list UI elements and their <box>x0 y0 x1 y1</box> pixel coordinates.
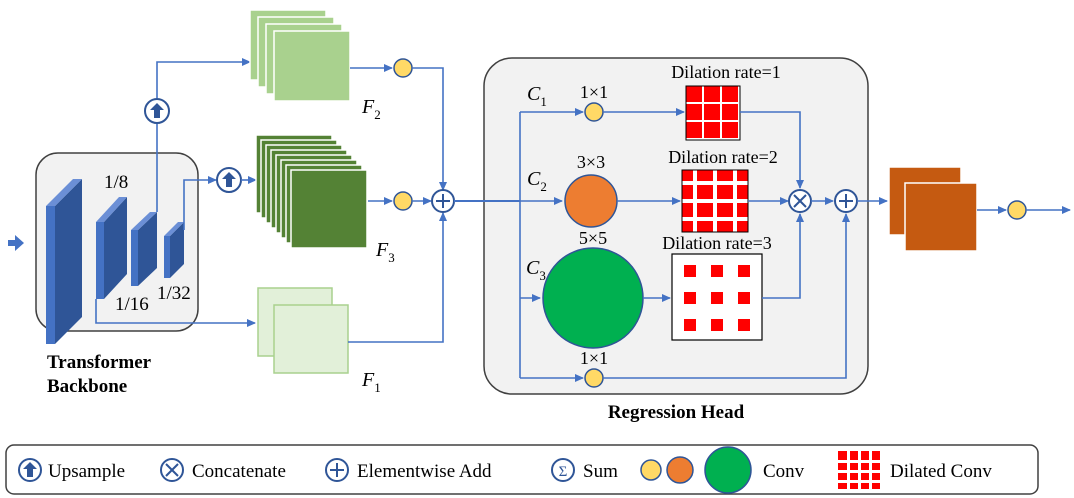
legend-conv-medium-icon <box>666 456 694 484</box>
legend-dilated-conv-label: Dilated Conv <box>890 461 992 482</box>
kernel-3x3-label: 3×3 <box>577 152 605 172</box>
connector-d1-concat <box>740 111 804 189</box>
legend-concatenate-label: Concatenate <box>192 461 286 482</box>
dilation-rate-1-label: Dilation rate=1 <box>671 62 781 82</box>
conv-1x1-output <box>1007 200 1027 220</box>
c1-label: C1 <box>527 83 547 109</box>
legend-conv-small-icon <box>640 459 662 481</box>
conv-1x1-f3 <box>393 191 413 211</box>
concatenate-icon <box>788 189 812 213</box>
backbone-stage-1 <box>46 179 82 344</box>
elementwise-add-icon <box>834 189 858 213</box>
feature-map-f3 <box>255 134 368 249</box>
kernel-1x1-top-label: 1×1 <box>580 82 608 102</box>
connector-d3-concat <box>762 213 804 299</box>
legend-sum-symbol: Σ <box>559 464 568 480</box>
connector-to-f1 <box>95 299 256 327</box>
backbone-stage-2 <box>96 197 127 299</box>
feature-map-f1 <box>257 287 349 374</box>
conv-1x1-f2 <box>393 58 413 78</box>
output-feature-map <box>888 166 978 252</box>
c3-label: C3 <box>526 257 546 283</box>
legend-upsample-icon <box>18 458 42 482</box>
dilated-conv-rate-1 <box>685 85 741 141</box>
connector-residual-add <box>603 213 850 379</box>
input-arrow-icon <box>8 235 24 251</box>
connector-to-f2 <box>156 58 251 98</box>
connector-f1-add <box>348 212 447 343</box>
backbone-title-line1: Transformer <box>47 352 152 373</box>
elementwise-add-icon <box>431 189 455 213</box>
dilated-conv-rate-3 <box>671 253 763 341</box>
legend-conv-label: Conv <box>763 461 805 482</box>
legend-add-label: Elementwise Add <box>357 461 492 482</box>
scale-label-1-16: 1/16 <box>115 294 149 315</box>
kernel-5x5-label: 5×5 <box>579 228 607 248</box>
conv-1x1-c1 <box>584 102 604 122</box>
backbone-title-line2: Backbone <box>47 376 127 397</box>
connector-f2-add <box>412 67 447 191</box>
conv-1x1-residual <box>584 368 604 388</box>
dilated-conv-rate-2 <box>681 169 749 233</box>
legend-sum-label: Sum <box>583 461 618 482</box>
feature-map-f2 <box>249 9 351 102</box>
legend-panel <box>5 444 1039 495</box>
upsample-icon <box>144 98 170 124</box>
conv-5x5-c3 <box>542 247 644 349</box>
connector-stage4-f3 <box>183 176 217 230</box>
scale-label-1-8: 1/8 <box>104 172 128 193</box>
scale-label-1-32: 1/32 <box>157 283 191 304</box>
kernel-1x1-bottom-label: 1×1 <box>580 348 608 368</box>
legend-upsample-label: Upsample <box>48 461 125 482</box>
legend-dilated-conv-icon <box>838 451 880 489</box>
backbone-stage-4 <box>164 222 184 278</box>
legend-concatenate-icon <box>160 458 184 482</box>
f2-label: F2 <box>361 96 381 122</box>
legend-conv-large-icon <box>704 446 752 494</box>
legend-sum-icon: Σ <box>551 458 575 482</box>
f3-label: F3 <box>375 239 395 265</box>
backbone-stage-3 <box>131 212 157 286</box>
c2-label: C2 <box>527 168 547 194</box>
regression-head-title: Regression Head <box>608 402 745 423</box>
dilation-rate-3-label: Dilation rate=3 <box>662 233 772 253</box>
legend-add-icon <box>325 458 349 482</box>
conv-3x3-c2 <box>564 174 618 228</box>
dilation-rate-2-label: Dilation rate=2 <box>668 147 778 167</box>
f1-label: F1 <box>361 369 381 395</box>
upsample-icon <box>216 167 242 193</box>
